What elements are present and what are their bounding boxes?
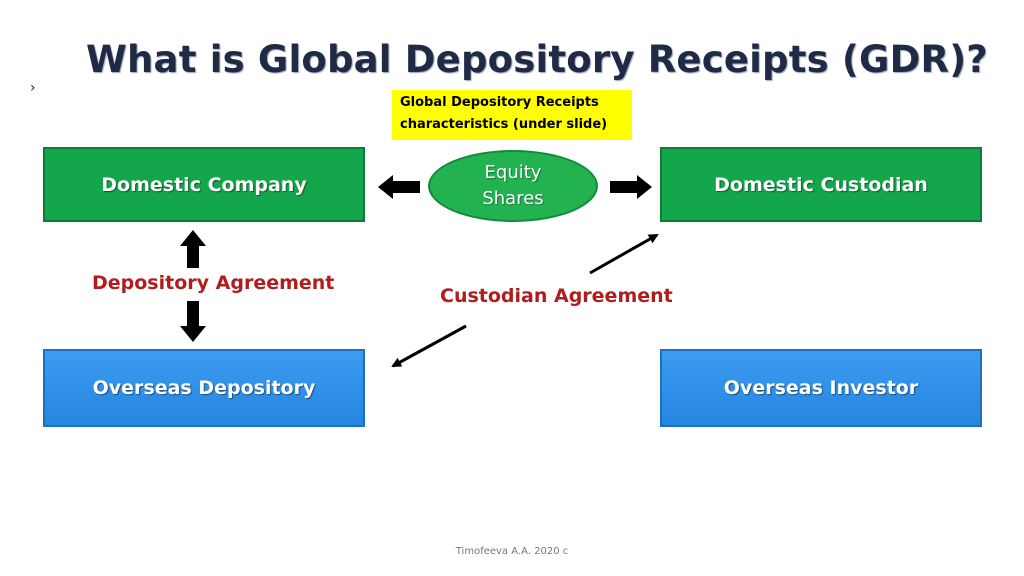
- arrow-left-icon: [378, 175, 420, 199]
- overseas-investor-box: Overseas Investor: [660, 349, 982, 427]
- overseas-investor-label: Overseas Investor: [723, 377, 919, 399]
- arrow-up-icon: [180, 230, 206, 268]
- slide-title: What is Global Depository Receipts (GDR)…: [86, 38, 988, 81]
- arrow-to-custodian-icon: [589, 233, 659, 275]
- equity-shares-ellipse: Equity Shares: [428, 150, 598, 222]
- domestic-custodian-box: Domestic Custodian: [660, 147, 982, 222]
- domestic-custodian-label: Domestic Custodian: [714, 173, 928, 196]
- note-line-2: characteristics (under slide): [400, 117, 608, 132]
- domestic-company-label: Domestic Company: [101, 173, 307, 196]
- arrow-to-depository-icon: [391, 324, 467, 368]
- equity-shares-line-2: Shares: [482, 188, 544, 209]
- cursor-mark-icon: ›: [30, 80, 36, 96]
- overseas-depository-box: Overseas Depository: [43, 349, 365, 427]
- overseas-depository-label: Overseas Depository: [92, 377, 316, 399]
- arrow-right-icon: [610, 175, 652, 199]
- footer-credit: Timofeeva A.A. 2020 c: [455, 546, 569, 557]
- depository-agreement-label: Depository Agreement: [92, 272, 335, 294]
- equity-shares-line-1: Equity: [484, 162, 542, 183]
- domestic-company-box: Domestic Company: [43, 147, 365, 222]
- custodian-agreement-label: Custodian Agreement: [440, 285, 673, 307]
- note-line-1: Global Depository Receipts: [400, 95, 599, 110]
- note-box: Global Depository Receipts characteristi…: [392, 90, 632, 140]
- arrow-down-icon: [180, 301, 206, 342]
